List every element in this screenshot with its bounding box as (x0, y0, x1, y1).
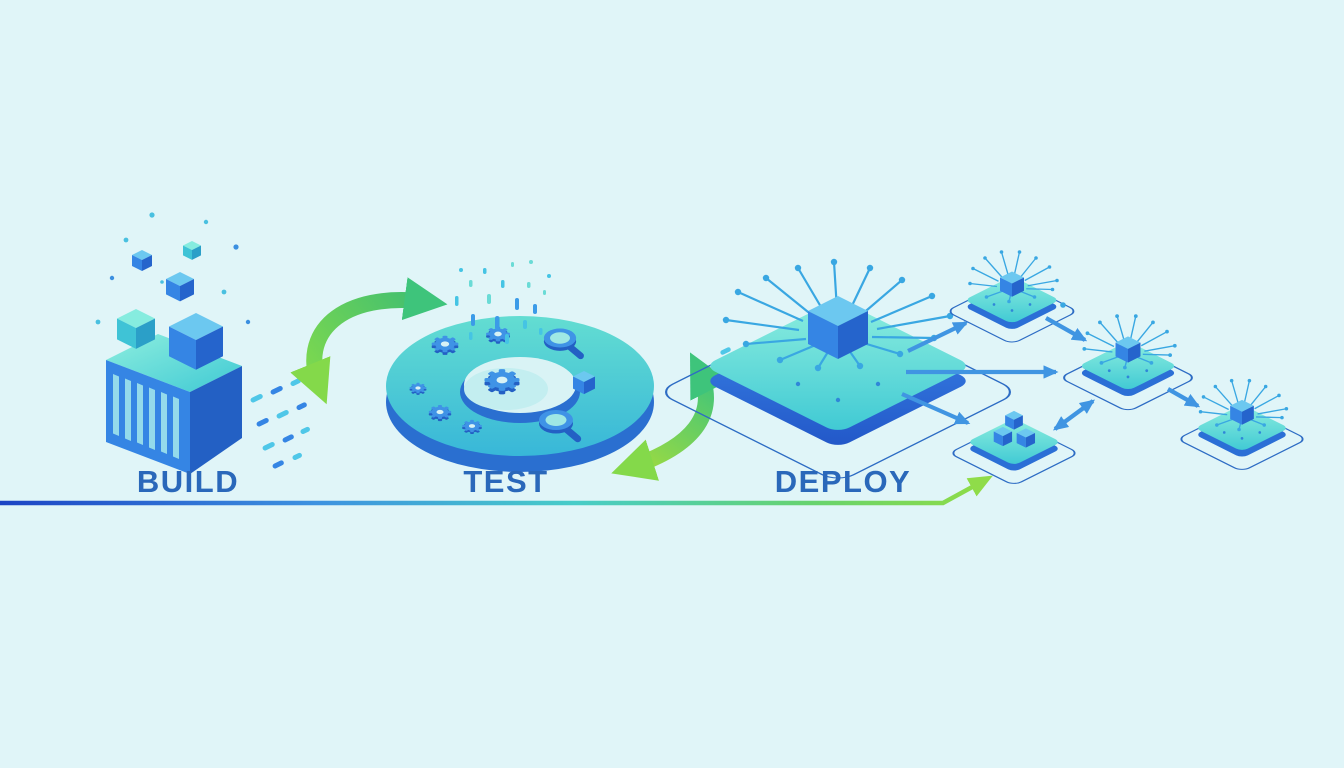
ambient-dot (1060, 302, 1066, 308)
target-node-right-icon (1177, 379, 1307, 472)
build-label: BUILD (137, 464, 239, 499)
test-stage-icon (386, 260, 654, 472)
deploy-stage-icon (664, 258, 1012, 479)
deploy-label: DEPLOY (775, 464, 911, 499)
floating-dots (95, 212, 251, 325)
test-label: TEST (463, 464, 548, 499)
deploy-spokes (722, 258, 954, 372)
build-stage-icon (95, 212, 310, 474)
deploy-fanout-arrows (901, 316, 1201, 431)
target-node-top-icon (946, 250, 1078, 344)
target-node-cubes-icon (949, 411, 1079, 486)
target-node-middle-icon (1060, 314, 1197, 412)
container-stripes (113, 374, 179, 459)
build-test-cycle-arrow (290, 277, 448, 405)
test-particles (455, 260, 551, 344)
pipeline-baseline-arrow (0, 475, 993, 506)
test-deploy-cycle-arrow (611, 352, 729, 481)
container-dashes (250, 378, 310, 469)
